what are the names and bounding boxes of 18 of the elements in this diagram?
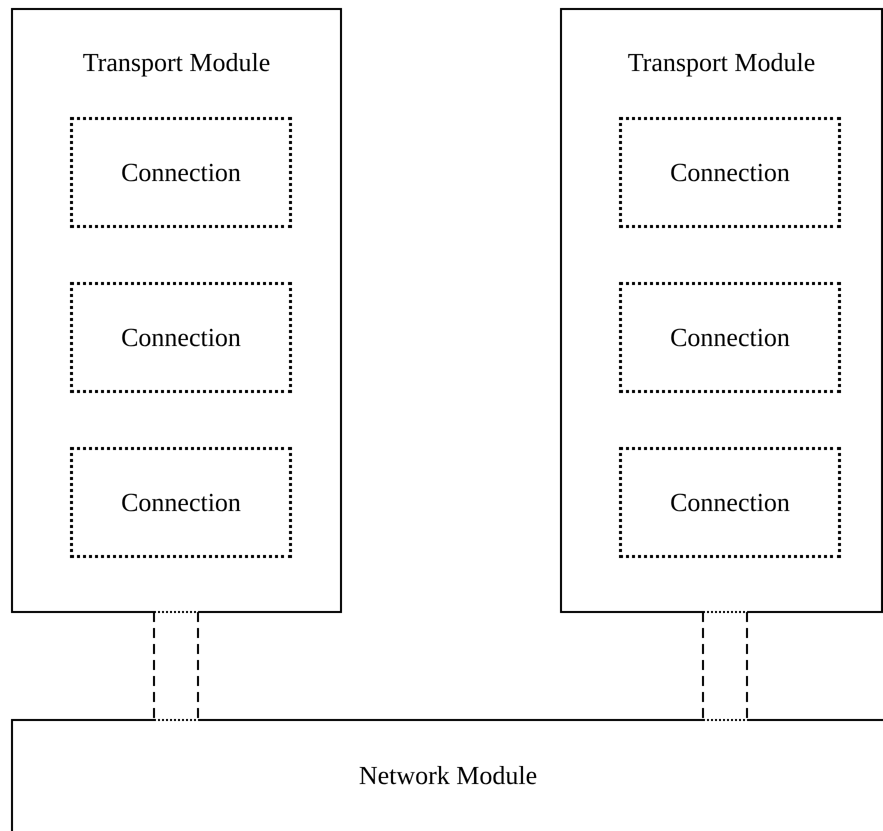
- connection-label: Connection: [670, 488, 790, 518]
- connection-box: [619, 282, 841, 393]
- module-box: [11, 719, 883, 831]
- module-title: Transport Module: [82, 48, 272, 78]
- connection-box: [70, 282, 292, 393]
- connection-label: Connection: [121, 158, 241, 188]
- connection-box: [70, 447, 292, 558]
- connection-box: [619, 447, 841, 558]
- connection-label: Connection: [121, 488, 241, 518]
- connection-label: Connection: [670, 322, 790, 352]
- module-box: [560, 8, 883, 613]
- module-title: Transport Module: [626, 48, 816, 78]
- connection-label: Connection: [670, 158, 790, 188]
- connection-box: [70, 117, 292, 228]
- module-title: Network Module: [358, 761, 538, 791]
- module-box: [11, 8, 342, 613]
- connection-box: [619, 117, 841, 228]
- connection-label: Connection: [121, 322, 241, 352]
